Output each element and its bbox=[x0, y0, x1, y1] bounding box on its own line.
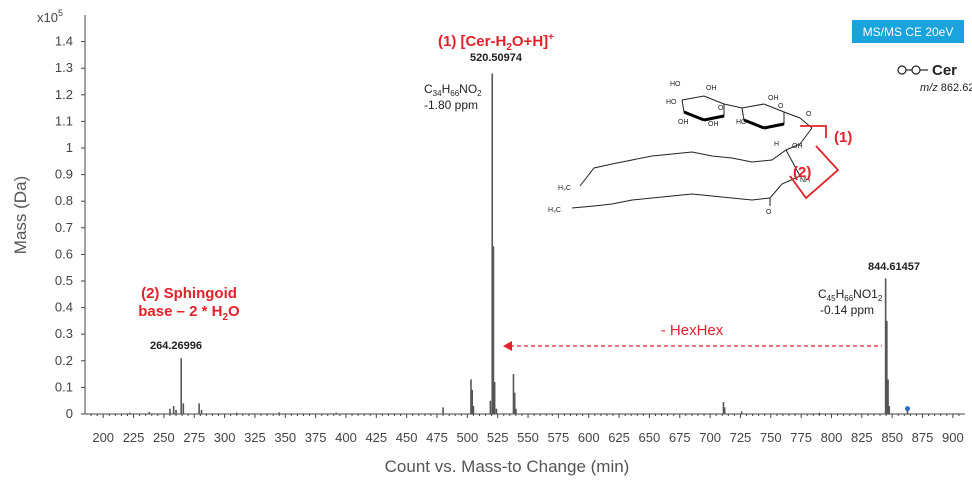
peak2-label-line1: (2) Sphingoid bbox=[141, 285, 237, 302]
x-tick-label: 600 bbox=[578, 430, 600, 445]
svg-text:O: O bbox=[718, 105, 724, 112]
y-tick-label: 0.9 bbox=[55, 167, 73, 182]
svg-text:OH: OH bbox=[708, 121, 719, 128]
hexhex-arrowhead bbox=[503, 341, 512, 351]
x-tick-label: 275 bbox=[183, 430, 205, 445]
peak3-formula: C45H66NO12 bbox=[818, 287, 883, 303]
precursor-marker bbox=[904, 406, 910, 412]
x-tick-label: 500 bbox=[456, 430, 478, 445]
x-tick-label: 550 bbox=[517, 430, 539, 445]
peak3-ppm: -0.14 ppm bbox=[820, 303, 874, 317]
svg-text:HO: HO bbox=[670, 81, 681, 88]
svg-text:OH: OH bbox=[792, 143, 803, 150]
peak2-mz: 264.26996 bbox=[150, 340, 202, 352]
peak3-mz: 844.61457 bbox=[868, 261, 920, 273]
x-tick-label: 625 bbox=[608, 430, 630, 445]
svg-text:NH: NH bbox=[800, 177, 810, 184]
y-tick-label: 1 bbox=[66, 140, 73, 155]
x-tick-label: 400 bbox=[335, 430, 357, 445]
y-axis-title: Mass (Da) bbox=[11, 176, 30, 254]
peak1-formula: C34H66NO2 bbox=[424, 82, 482, 98]
x-tick-label: 700 bbox=[699, 430, 721, 445]
svg-text:OH: OH bbox=[706, 85, 717, 92]
y-tick-label: 1.1 bbox=[55, 113, 73, 128]
compound-name: Cer bbox=[932, 62, 957, 79]
svg-text:OH: OH bbox=[768, 95, 779, 102]
x-tick-label: 900 bbox=[942, 430, 964, 445]
x-tick-label: 425 bbox=[365, 430, 387, 445]
y-ticks: 0 0.1 0.2 0.3 0.4 0.5 0.6 0.7 0.8 0.9 1 1.1 1.2 1.3 1.… bbox=[55, 34, 85, 421]
y-tick-label: 0.2 bbox=[55, 353, 73, 368]
x-tick-label: 825 bbox=[851, 430, 873, 445]
x-axis-title: Count vs. Mass-to Change (min) bbox=[385, 457, 630, 476]
y-tick-label: 0 bbox=[66, 406, 73, 421]
ceramide-structure-icon: HO OH HO OH OH HO OH O O O OH NH H H₃C H… bbox=[548, 81, 852, 216]
y-tick-label: 0.3 bbox=[55, 326, 73, 341]
y-tick-label: 0.5 bbox=[55, 273, 73, 288]
x-tick-label: 250 bbox=[153, 430, 175, 445]
svg-text:(2): (2) bbox=[793, 164, 811, 181]
x-tick-label: 450 bbox=[396, 430, 418, 445]
x-tick-label: 650 bbox=[639, 430, 661, 445]
y-tick-label: 0.8 bbox=[55, 193, 73, 208]
svg-text:OH: OH bbox=[678, 119, 689, 126]
y-tick-label: 1.4 bbox=[55, 34, 73, 49]
x-tick-label: 200 bbox=[92, 430, 114, 445]
x-tick-label: 525 bbox=[487, 430, 509, 445]
x-tick-label: 875 bbox=[912, 430, 934, 445]
x-tick-label: 375 bbox=[305, 430, 327, 445]
svg-text:H₃C: H₃C bbox=[548, 207, 561, 214]
y-tick-label: 1.2 bbox=[55, 87, 73, 102]
glycan-symbol-icon bbox=[897, 65, 928, 75]
svg-text:O: O bbox=[766, 209, 772, 216]
x-tick-label: 575 bbox=[548, 430, 570, 445]
svg-text:O: O bbox=[778, 103, 784, 110]
svg-text:HO: HO bbox=[736, 119, 747, 126]
x-tick-label: 325 bbox=[244, 430, 266, 445]
svg-text:HO: HO bbox=[666, 99, 677, 106]
svg-text:H₃C: H₃C bbox=[558, 185, 571, 192]
y-tick-label: 0.1 bbox=[55, 379, 73, 394]
svg-text:(1): (1) bbox=[834, 129, 852, 146]
x-tick-label: 225 bbox=[123, 430, 145, 445]
x-tick-label: 475 bbox=[426, 430, 448, 445]
y-tick-label: 1.3 bbox=[55, 60, 73, 75]
svg-text:H: H bbox=[774, 141, 779, 148]
x-tick-label: 775 bbox=[790, 430, 812, 445]
y-tick-label: 0.6 bbox=[55, 246, 73, 261]
peak-group bbox=[129, 73, 909, 414]
peak1-label: (1) [Cer-H2O+H]+ bbox=[438, 32, 554, 53]
y-tick-label: 0.4 bbox=[55, 300, 73, 315]
ce-badge-text: MS/MS CE 20eV bbox=[863, 25, 954, 39]
x-tick-label: 675 bbox=[669, 430, 691, 445]
x-ticks: 200 225 250 275 300 325 350 375 400 425 450 475 500 5… bbox=[90, 414, 964, 445]
y-multiplier: x105 bbox=[37, 8, 63, 25]
peak2-label-line2: base – 2 * H2O bbox=[138, 303, 240, 323]
compound-mz: m/z 862.6246 bbox=[920, 82, 972, 94]
peak1-mz: 520.50974 bbox=[470, 52, 523, 64]
x-tick-label: 300 bbox=[214, 430, 236, 445]
ce-badge bbox=[852, 20, 964, 43]
peak1-ppm: -1.80 ppm bbox=[424, 98, 478, 112]
x-tick-label: 800 bbox=[821, 430, 843, 445]
x-tick-label: 725 bbox=[730, 430, 752, 445]
x-tick-label: 850 bbox=[881, 430, 903, 445]
x-tick-label: 350 bbox=[274, 430, 296, 445]
svg-text:O: O bbox=[806, 111, 812, 118]
x-tick-label: 750 bbox=[760, 430, 782, 445]
y-tick-label: 0.7 bbox=[55, 220, 73, 235]
hexhex-label: - HexHex bbox=[661, 322, 724, 339]
